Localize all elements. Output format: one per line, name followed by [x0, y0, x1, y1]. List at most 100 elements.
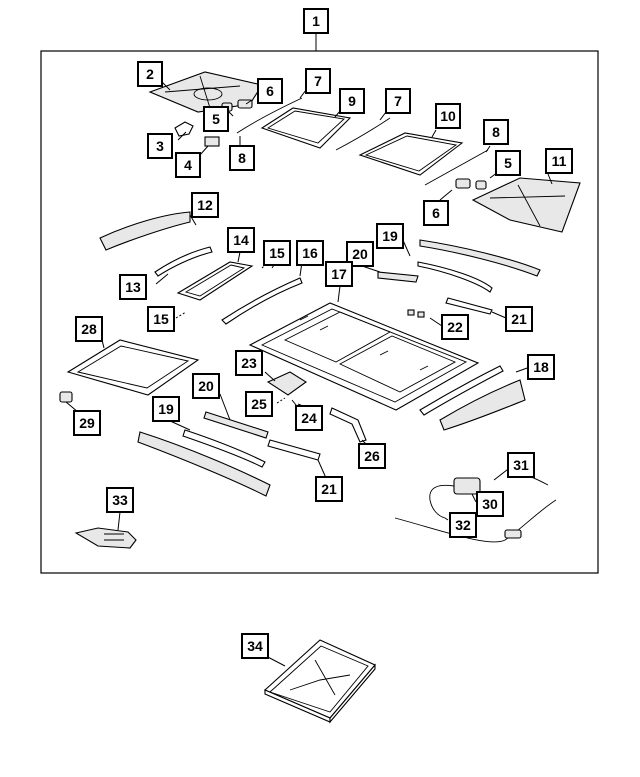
svg-text:29: 29: [79, 415, 95, 431]
callout-15: 15: [263, 240, 291, 266]
callout-7: 8: [229, 145, 255, 171]
part-14-frame: [176, 261, 254, 301]
callout-26: 26: [358, 443, 386, 469]
callout-24: 24: [295, 405, 323, 431]
svg-text:30: 30: [482, 496, 498, 512]
svg-text:3: 3: [156, 138, 164, 154]
part-8-strip-right: [424, 149, 489, 186]
callout-20b: 20: [192, 373, 220, 399]
svg-text:21: 21: [511, 311, 527, 327]
part-19-rail-upper: [419, 239, 541, 277]
part-3-bracket: [174, 121, 194, 141]
svg-text:5: 5: [504, 155, 512, 171]
svg-text:13: 13: [125, 279, 141, 295]
svg-text:5: 5: [212, 111, 220, 127]
part-23-motor: [264, 371, 307, 396]
svg-text:32: 32: [455, 517, 471, 533]
part-19-rail-lower: [182, 429, 266, 468]
svg-text:6: 6: [432, 205, 440, 221]
svg-text:26: 26: [364, 448, 380, 464]
part-21-rail-lower: [267, 439, 321, 461]
callout-8b: 8: [483, 119, 509, 145]
callout-25: 25: [245, 391, 273, 417]
svg-text:20: 20: [352, 246, 368, 262]
callout-28: 28: [75, 316, 103, 342]
part-30-motor-unit: [429, 477, 481, 519]
part-29-clip: [59, 391, 79, 413]
callout-5b: 5: [495, 150, 521, 176]
callout-19b: 19: [152, 396, 180, 422]
svg-text:10: 10: [440, 108, 456, 124]
svg-text:34: 34: [247, 638, 263, 654]
svg-text:15: 15: [153, 311, 169, 327]
part-18-trim-right: [419, 365, 526, 431]
callout-21: 21: [505, 306, 533, 332]
callout-18: 18: [527, 354, 555, 380]
part-20-bracket-lower: [203, 411, 269, 439]
part-20-bracket-upper: [377, 271, 419, 283]
svg-text:16: 16: [302, 245, 318, 261]
callout-31: 31: [507, 452, 535, 478]
callout-1: 1: [303, 8, 329, 34]
callout-9: 9: [339, 88, 365, 114]
part-13-trim: [154, 246, 213, 277]
part-16-guide: [221, 277, 303, 325]
part-7-seal-left: [236, 97, 303, 134]
part-2-shield: [148, 71, 263, 113]
svg-text:6: 6: [266, 83, 274, 99]
callout-11: 11: [545, 148, 573, 174]
part-4-clip: [199, 136, 220, 156]
callout-13: 13: [119, 274, 147, 300]
part-15-clip-lower: [175, 311, 187, 319]
svg-text:8: 8: [238, 150, 246, 166]
callout-30: 30: [476, 491, 504, 517]
svg-text:19: 19: [158, 401, 174, 417]
callout-6: 6: [257, 78, 283, 104]
part-7-seal-right: [335, 117, 391, 151]
svg-text:7: 7: [394, 93, 402, 109]
callout-22: 22: [441, 314, 469, 340]
callout-2: 2: [137, 61, 163, 87]
part-11-shield: [471, 177, 581, 233]
callout-7b: 7: [385, 88, 411, 114]
part-10-glass-right: [358, 132, 464, 176]
svg-text:24: 24: [301, 410, 317, 426]
callout-6b: 6: [423, 200, 449, 226]
part-21-rail-short: [445, 297, 493, 315]
svg-text:8: 8: [492, 124, 500, 140]
svg-text:18: 18: [533, 359, 549, 375]
svg-text:25: 25: [251, 396, 267, 412]
part-28-seal-frame: [66, 339, 200, 396]
part-33-harness: [74, 527, 137, 549]
svg-text:17: 17: [331, 266, 347, 282]
callout-34: 34: [241, 633, 269, 659]
callout-5: 5: [203, 106, 229, 132]
callout-23: 23: [235, 350, 263, 376]
svg-text:1: 1: [312, 13, 320, 29]
callout-33: 33: [106, 487, 134, 513]
part-17-main-frame: [248, 302, 480, 411]
callout-21b: 21: [315, 476, 343, 502]
callout-29: 29: [73, 410, 101, 436]
svg-text:15: 15: [269, 245, 285, 261]
callout-12: 12: [191, 192, 219, 218]
callout-3: 3: [147, 133, 173, 159]
svg-text:2: 2: [146, 66, 154, 82]
svg-text:12: 12: [197, 197, 213, 213]
part-5-6-right-clips: [455, 178, 487, 190]
svg-text:21: 21: [321, 481, 337, 497]
part-22-clips: [407, 309, 425, 318]
part-9-glass-left: [260, 107, 352, 149]
part-34-kit-box: [263, 639, 376, 724]
callout-16: 16: [296, 240, 324, 266]
callout-14: 14: [227, 227, 255, 253]
svg-text:9: 9: [348, 93, 356, 109]
svg-text:31: 31: [513, 457, 529, 473]
callouts: 1 2 3 4 5 6 7 8 9 7 10 8 5 6 11 12 13 14…: [73, 8, 573, 659]
part-25-screw: [276, 397, 286, 404]
svg-text:4: 4: [184, 157, 192, 173]
svg-text:11: 11: [552, 153, 567, 169]
part-rail-bottom: [137, 431, 271, 497]
svg-text:28: 28: [81, 321, 97, 337]
